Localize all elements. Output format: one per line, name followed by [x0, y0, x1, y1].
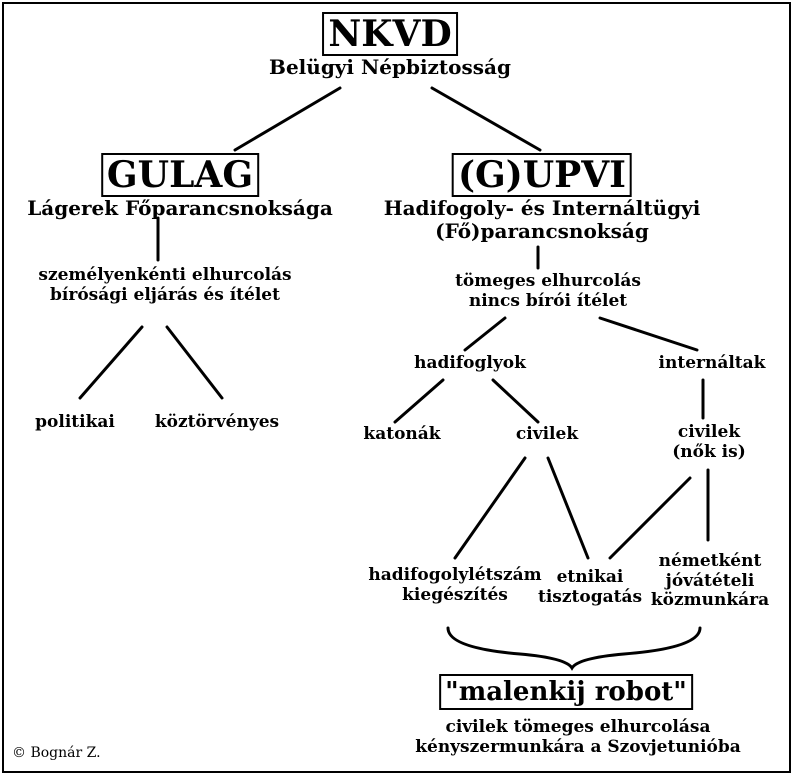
edge-civilek-hadifogoly — [453, 456, 527, 560]
edge-method-politikai — [78, 325, 144, 400]
outcome-etnikai-line-2: tisztogatás — [537, 586, 643, 607]
edge-hadifoglyok-katonak — [393, 378, 445, 424]
outcome-hadifogoly: hadifogolylétszám kiegészítés — [368, 565, 542, 605]
edge-method-internaltak — [598, 316, 699, 352]
edge-intciv-etnikai — [608, 476, 692, 560]
node-internaltak: internáltak — [658, 353, 766, 373]
gulag-method-line-1: személyenkénti elhurcolás — [38, 265, 292, 285]
outcome-nemetkent: németként jóvátételi közmunkára — [650, 551, 770, 611]
malenkij-node: "malenkij robot" — [439, 674, 693, 710]
node-katonak: katonák — [363, 424, 441, 444]
edge-method-hadifoglyok — [463, 316, 507, 352]
gulag-child-politikai: politikai — [35, 412, 115, 432]
node-internalt-civilek: civilek (nők is) — [672, 422, 746, 462]
gupvi-method-line-1: tömeges elhurcolás — [455, 271, 641, 291]
gupvi-subtitle-line-1: Hadifogoly- és Internáltügyi — [383, 196, 701, 220]
malenkij-title: "malenkij robot" — [439, 674, 693, 710]
gupvi-method-line-2: nincs bírói ítélet — [468, 290, 628, 311]
malenkij-subtitle: civilek tömeges elhurcolása kényszermunk… — [415, 717, 741, 757]
nkvd-title: NKVD — [322, 12, 458, 56]
copyright-label: © Bognár Z. — [12, 745, 101, 761]
outcome-hadifogoly-line-2: kiegészítés — [402, 584, 508, 605]
outcome-nemetkent-line-1: németként — [658, 551, 762, 571]
outcome-nemetkent-line-2: jóvátételi — [665, 570, 755, 591]
malenkij-subtitle-line-1: civilek tömeges elhurcolása — [445, 717, 711, 737]
gulag-method: személyenkénti elhurcolás bírósági eljár… — [38, 265, 292, 305]
edge-civilek-etnikai — [546, 456, 590, 560]
gulag-title: GULAG — [100, 153, 260, 197]
edge-nkvd-gupvi — [430, 86, 542, 152]
gupvi-node: (G)UPVI Hadifogoly- és Internáltügyi (Fő… — [383, 153, 701, 243]
gulag-child-koztorvenyes: köztörvényes — [154, 412, 280, 432]
gulag-subtitle: Lágerek Főparancsnoksága — [27, 196, 333, 220]
gupvi-method: tömeges elhurcolás nincs bírói ítélet — [455, 271, 641, 311]
gulag-node: GULAG Lágerek Főparancsnoksága — [27, 153, 333, 220]
edge-nkvd-gulag — [233, 86, 342, 152]
gupvi-title: (G)UPVI — [451, 153, 633, 197]
malenkij-subtitle-line-2: kényszermunkára a Szovjetunióba — [415, 736, 741, 757]
brace-outcomes — [446, 626, 702, 671]
gulag-method-line-2: bírósági eljárás és ítélet — [50, 284, 280, 305]
internalt-civilek-line-1: civilek — [677, 422, 741, 442]
nkvd-node: NKVD Belügyi Népbiztosság — [269, 12, 511, 79]
nkvd-subtitle: Belügyi Népbiztosság — [269, 55, 511, 79]
edge-method-koztorvenyes — [165, 325, 224, 400]
node-hadifoglyok: hadifoglyok — [414, 353, 526, 373]
outcome-nemetkent-line-3: közmunkára — [650, 590, 770, 611]
node-civilek: civilek — [515, 424, 579, 444]
outcome-hadifogoly-line-1: hadifogolylétszám — [368, 565, 542, 585]
edge-hadifoglyok-civilek — [491, 378, 540, 424]
internalt-civilek-line-2: (nők is) — [672, 441, 746, 462]
outcome-etnikai: etnikai tisztogatás — [537, 567, 643, 607]
gupvi-subtitle-line-2: (Fő)parancsnokság — [435, 219, 649, 243]
outcome-etnikai-line-1: etnikai — [556, 567, 624, 587]
